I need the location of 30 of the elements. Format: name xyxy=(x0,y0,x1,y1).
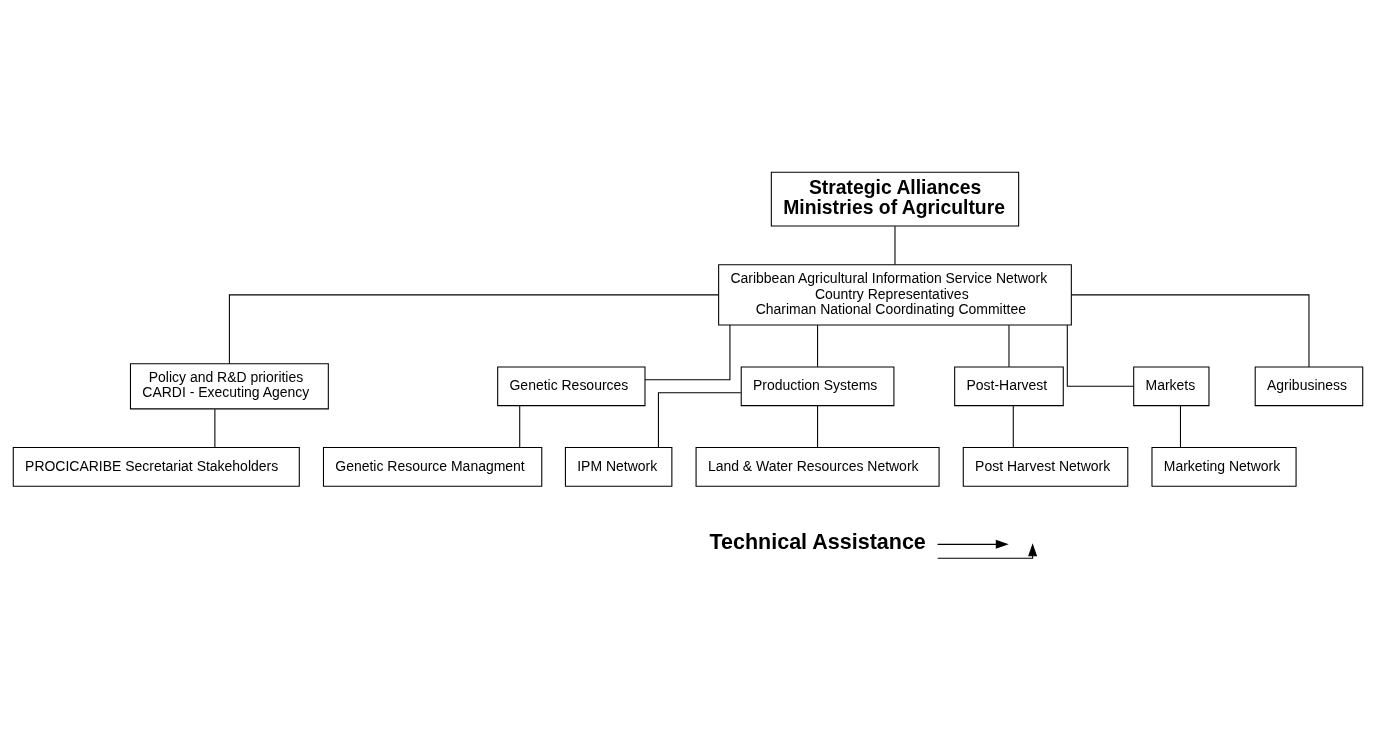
connector xyxy=(1179,404,1181,448)
node-box: IPM Network xyxy=(564,446,673,487)
node-box: Post-Harvest xyxy=(954,365,1064,406)
connector xyxy=(657,391,742,448)
node-box: Genetic Resources xyxy=(497,365,646,406)
connector xyxy=(817,324,819,367)
connector xyxy=(1008,324,1010,367)
node-box: Genetic Resource Managment xyxy=(322,446,543,487)
node-box: Land & Water Resources Network xyxy=(695,446,940,487)
node-box: Markets xyxy=(1133,365,1210,406)
node-box: Marketing Network xyxy=(1151,446,1297,487)
connector xyxy=(519,404,521,448)
node-box: PROCICARIBE Secretariat Stakeholders xyxy=(12,446,300,487)
node-box: Strategic Alliances Ministries of Agriculture xyxy=(770,171,1020,227)
arrow xyxy=(937,542,1038,559)
node-text: Technical Assistance xyxy=(709,529,926,554)
node-box: Post Harvest Network xyxy=(962,446,1129,487)
node-box: Production Systems xyxy=(740,365,895,406)
connector xyxy=(1012,404,1014,448)
connector xyxy=(817,404,819,448)
node-box: Policy and R&D priorities CARDI - Executing Agency xyxy=(129,362,329,409)
connector xyxy=(644,324,731,380)
connector xyxy=(228,293,719,364)
node-box: Caribbean Agricultural Information Service Network Country Representatives Chariman National Coordinating Committee xyxy=(718,263,1072,326)
connector xyxy=(894,225,896,265)
connector xyxy=(214,408,216,448)
connector xyxy=(1070,293,1310,367)
connector xyxy=(1066,324,1134,387)
arrow xyxy=(937,539,1009,549)
node-box: Agribusiness xyxy=(1254,365,1364,406)
